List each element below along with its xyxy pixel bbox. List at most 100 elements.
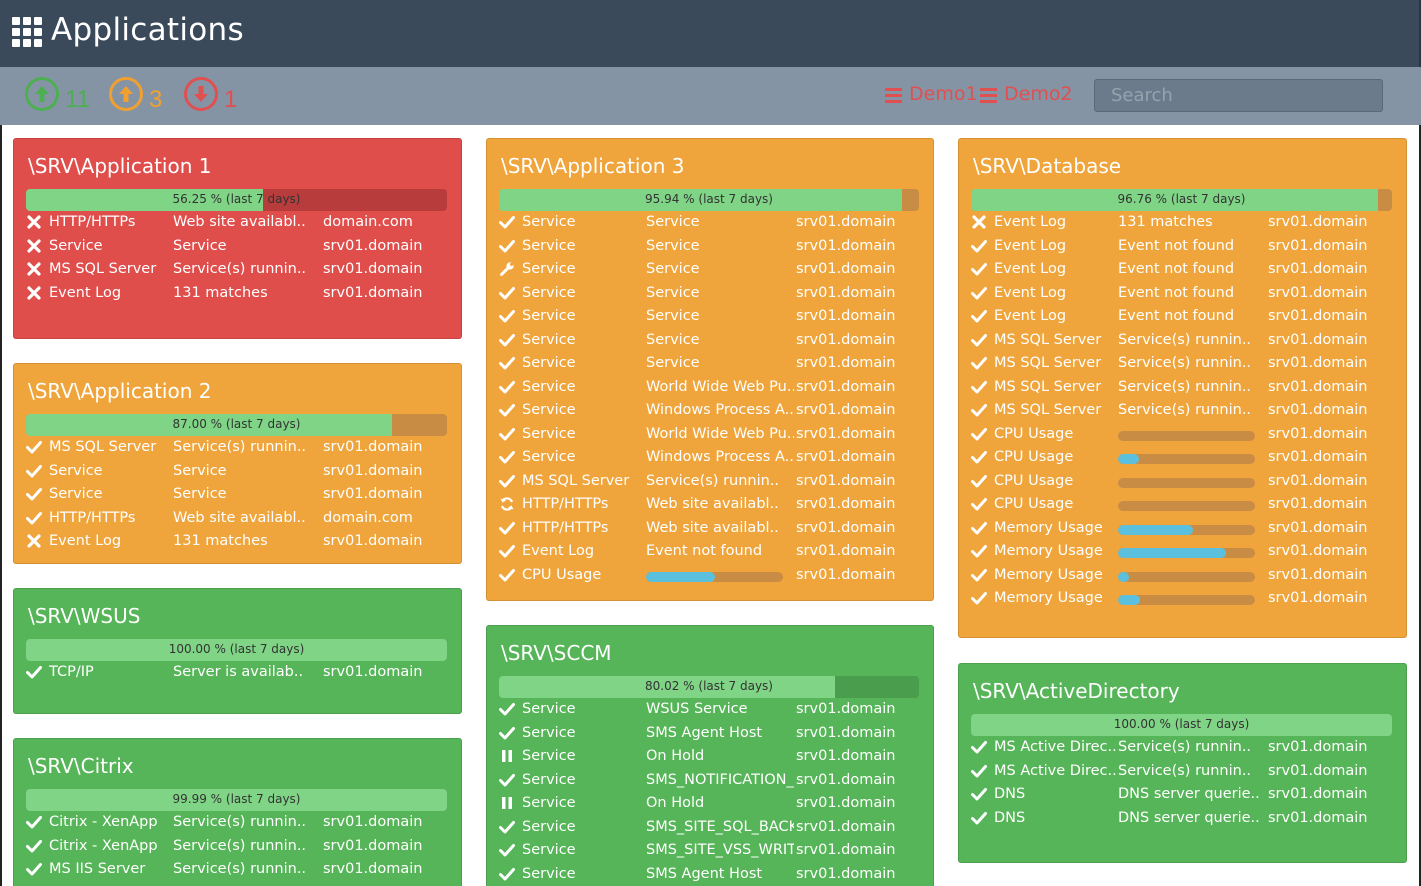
check-host: srv01.domain <box>796 355 896 371</box>
check-type: HTTP/HTTPs <box>522 519 609 536</box>
check-icon <box>971 449 987 465</box>
check-detail: Service <box>646 214 700 230</box>
check-icon <box>499 842 515 858</box>
check-host: srv01.domain <box>796 795 896 811</box>
check-detail: Windows Process A.. <box>646 449 794 465</box>
title-bar: Applications <box>0 0 1421 67</box>
uptime-bar-fill <box>971 714 1392 736</box>
check-detail: 131 matches <box>173 284 268 301</box>
check-host: srv01.domain <box>796 519 896 536</box>
check-type: Event Log <box>994 237 1067 254</box>
usage-meter-fill <box>1118 524 1194 535</box>
status-toolbar: 11 3 1 Demo1 Demo2 <box>0 67 1421 125</box>
check-icon <box>971 426 987 442</box>
check-type: Service <box>522 795 576 811</box>
check-host: srv01.domain <box>796 378 896 395</box>
check-host: srv01.domain <box>796 425 896 442</box>
check-type: Service <box>522 261 576 277</box>
check-detail: 131 matches <box>173 533 268 549</box>
check-icon <box>499 285 515 301</box>
check-icon <box>499 332 515 348</box>
search-input[interactable] <box>1094 79 1383 112</box>
check-detail: SMS_SITE_SQL_BACK.. <box>646 818 794 835</box>
check-icon <box>499 473 515 489</box>
check-host: srv01.domain <box>323 261 423 277</box>
check-type: Service <box>522 842 576 858</box>
apps-grid-icon[interactable] <box>12 17 44 47</box>
check-icon <box>499 379 515 395</box>
check-icon <box>971 520 987 536</box>
check-type: Service <box>49 462 103 479</box>
uptime-bar: 56.25 % (last 7 days) <box>26 189 447 211</box>
check-type: Service <box>522 818 576 835</box>
check-row[interactable]: MS Active Direc..Service(s) runnin..srv0… <box>971 737 1392 759</box>
check-row[interactable]: MS Active Direc..Service(s) runnin..srv0… <box>971 761 1392 783</box>
check-icon <box>499 426 515 442</box>
